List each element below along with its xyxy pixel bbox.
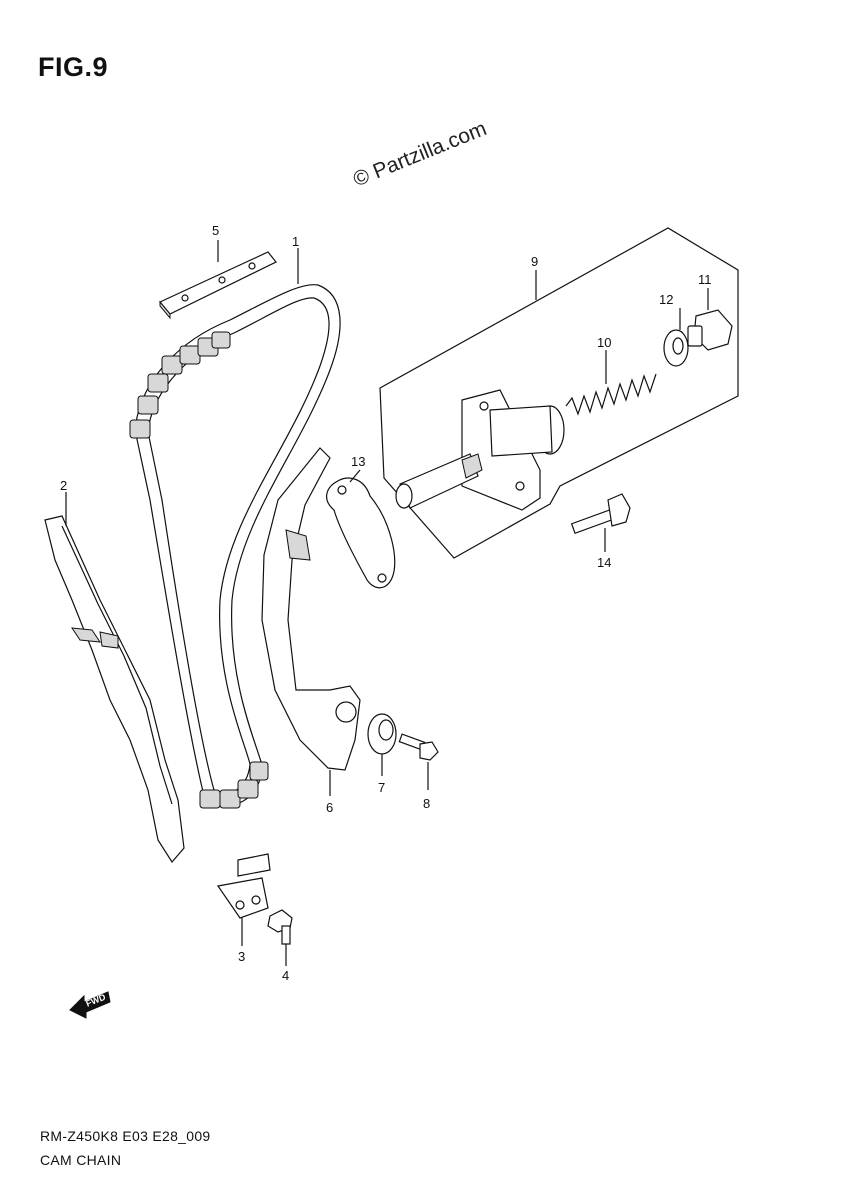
callout-1: 1 [292,234,299,249]
callout-13: 13 [351,454,365,469]
part-11-cap-bolt[interactable] [687,309,733,351]
callout-4: 4 [282,968,289,983]
part-14-bolt[interactable] [570,493,631,534]
chain-links-upper [129,331,231,439]
part-2-chain-guide[interactable] [44,515,185,864]
part-10-spring[interactable] [565,373,657,416]
part-1-cam-chain[interactable] [129,284,341,809]
callout-14: 14 [597,555,611,570]
callout-2: 2 [60,478,67,493]
figure-title: FIG.9 [38,52,109,82]
callout-7: 7 [378,780,385,795]
part-9-tensioner-assembly[interactable] [379,227,739,559]
callout-10: 10 [597,335,611,350]
part-6-tensioner-guide[interactable] [261,447,361,771]
callout-6: 6 [326,800,333,815]
part-8-bolt[interactable] [398,733,439,761]
chain-links-lower [199,761,269,809]
part-4-bolt[interactable] [267,909,293,945]
leader-lines [65,240,709,966]
fwd-arrow-icon: FWD [69,991,111,1019]
part-12-washer[interactable] [663,329,689,367]
part-5-guide-plate[interactable] [159,251,277,320]
callout-11: 11 [698,272,712,287]
part-13-gasket[interactable] [326,477,396,589]
part-7-spacer[interactable] [367,713,397,755]
part-3-retainer[interactable] [216,853,271,919]
callout-3: 3 [238,949,245,964]
callout-9: 9 [531,254,538,269]
callout-8: 8 [423,796,430,811]
section-name: CAM CHAIN [40,1152,122,1168]
callout-5: 5 [212,223,219,238]
model-code: RM-Z450K8 E03 E28_009 [40,1128,211,1144]
callout-12: 12 [659,292,673,307]
